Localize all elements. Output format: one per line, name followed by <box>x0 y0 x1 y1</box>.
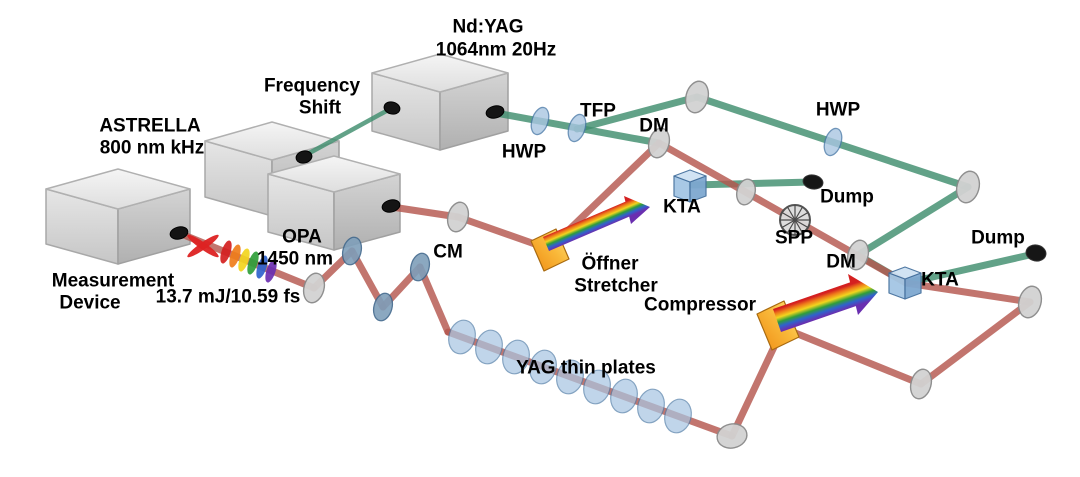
dispersed-pulse-train-icon <box>220 240 277 283</box>
ndyag-left-aperture <box>383 101 401 115</box>
fold-mirror-after-opa <box>446 201 470 233</box>
stretcher-rainbow-beam <box>543 201 633 251</box>
label-frequency: Frequency <box>263 75 361 97</box>
label-hwp-1: HWP <box>501 141 547 163</box>
yag-plate <box>610 378 638 414</box>
opa-box <box>267 155 401 251</box>
yag-plate <box>529 349 557 385</box>
label-shift: Shift <box>298 97 342 119</box>
yag-plate <box>556 359 584 395</box>
label-kta-2: KTA <box>921 269 959 291</box>
label-tfp: TFP <box>580 100 616 122</box>
kta-crystal-1 <box>673 169 707 203</box>
label-device: Device <box>59 292 121 314</box>
spp-phase-plate <box>779 204 811 236</box>
green-beam-to-dm2 <box>854 183 972 259</box>
chirped-mirrors <box>341 236 431 322</box>
label-dump-2: Dump <box>971 227 1025 249</box>
mirrors <box>302 80 1043 449</box>
frequency-shift-aperture <box>295 150 313 164</box>
cm-fold-mirror <box>302 272 326 304</box>
label-ndyag-spec: 1064nm 20Hz <box>435 39 557 61</box>
label-compressor: Compressor <box>644 294 756 316</box>
label-hwp-2: HWP <box>815 99 861 121</box>
label-opa-name: OPA <box>282 226 322 248</box>
yag-plate <box>664 398 692 434</box>
red-beam-opa-out <box>388 203 462 221</box>
yag-plate <box>583 369 611 405</box>
label-yag-thin-plates: YAG thin plates <box>516 357 656 379</box>
label-spp: SPP <box>774 227 814 249</box>
label-dm-2: DM <box>826 251 856 273</box>
hwp1-waveplate <box>530 106 550 136</box>
label-astrella-spec: 800 nm kHz <box>99 137 205 159</box>
label-opa-spec: 1450 nm <box>256 248 334 270</box>
green-beam-to-dump2 <box>902 250 1038 287</box>
waveplates <box>530 106 843 157</box>
red-beam-fold-down <box>917 298 1034 388</box>
kta-crystal-2 <box>888 266 922 300</box>
label-dm-1: DM <box>639 115 669 137</box>
label-kta-1: KTA <box>663 196 701 218</box>
label-pulse-energy: 13.7 mJ/10.59 fs <box>155 286 301 308</box>
red-beam-kta2-out <box>902 279 1034 306</box>
label-dump-1: Dump <box>820 186 874 208</box>
compressor-rainbow-beam <box>773 282 859 332</box>
tfp-polarizer <box>567 113 587 143</box>
top-fold-mirror <box>684 80 710 114</box>
chirped-mirror <box>372 292 394 322</box>
bottom-fold-mirror <box>716 423 748 449</box>
label-offner: Öffner <box>581 253 639 275</box>
relay-optic <box>735 178 757 206</box>
label-measurement: Measurement <box>51 270 175 292</box>
green-beam-seeder <box>301 106 393 159</box>
offner-stretcher <box>530 196 650 272</box>
green-beam-split-arm <box>573 93 701 133</box>
yag-plate <box>475 329 503 365</box>
compressor-rainbow-arrowhead-icon <box>848 274 878 315</box>
stretcher-rainbow-arrowhead-icon <box>624 196 650 224</box>
astrella-aperture <box>169 226 189 240</box>
dichroic-mirror-2 <box>846 239 870 271</box>
chirped-mirror <box>409 252 431 282</box>
ndyag-right-aperture <box>485 105 505 119</box>
pulse-marker-x-icon <box>187 234 219 258</box>
output-fold-mirror <box>1017 285 1043 319</box>
dichroic-mirror-1 <box>647 127 671 159</box>
hwp2-waveplate <box>823 127 843 157</box>
opa-aperture <box>381 199 401 213</box>
red-beam-to-compressor <box>779 324 925 388</box>
label-cm: CM <box>433 241 463 263</box>
beam-dump-1 <box>802 174 824 190</box>
label-ndyag-name: Nd:YAG <box>452 16 524 38</box>
yag-plate <box>448 319 476 355</box>
yag-thin-plates <box>448 319 692 434</box>
ndyag-box <box>371 53 509 151</box>
bottom-right-fold-mirror <box>909 368 933 400</box>
right-fold-mirror <box>955 170 981 204</box>
apertures <box>169 101 505 240</box>
yag-plate <box>637 388 665 424</box>
beam-dump-2 <box>1025 244 1047 262</box>
astrella-measurement-box <box>45 168 191 265</box>
label-stretcher: Stretcher <box>574 275 658 297</box>
label-astrella-name: ASTRELLA <box>99 115 201 137</box>
chirped-mirror <box>341 236 363 266</box>
compressor-unit <box>756 274 878 351</box>
yag-plate <box>502 339 530 375</box>
